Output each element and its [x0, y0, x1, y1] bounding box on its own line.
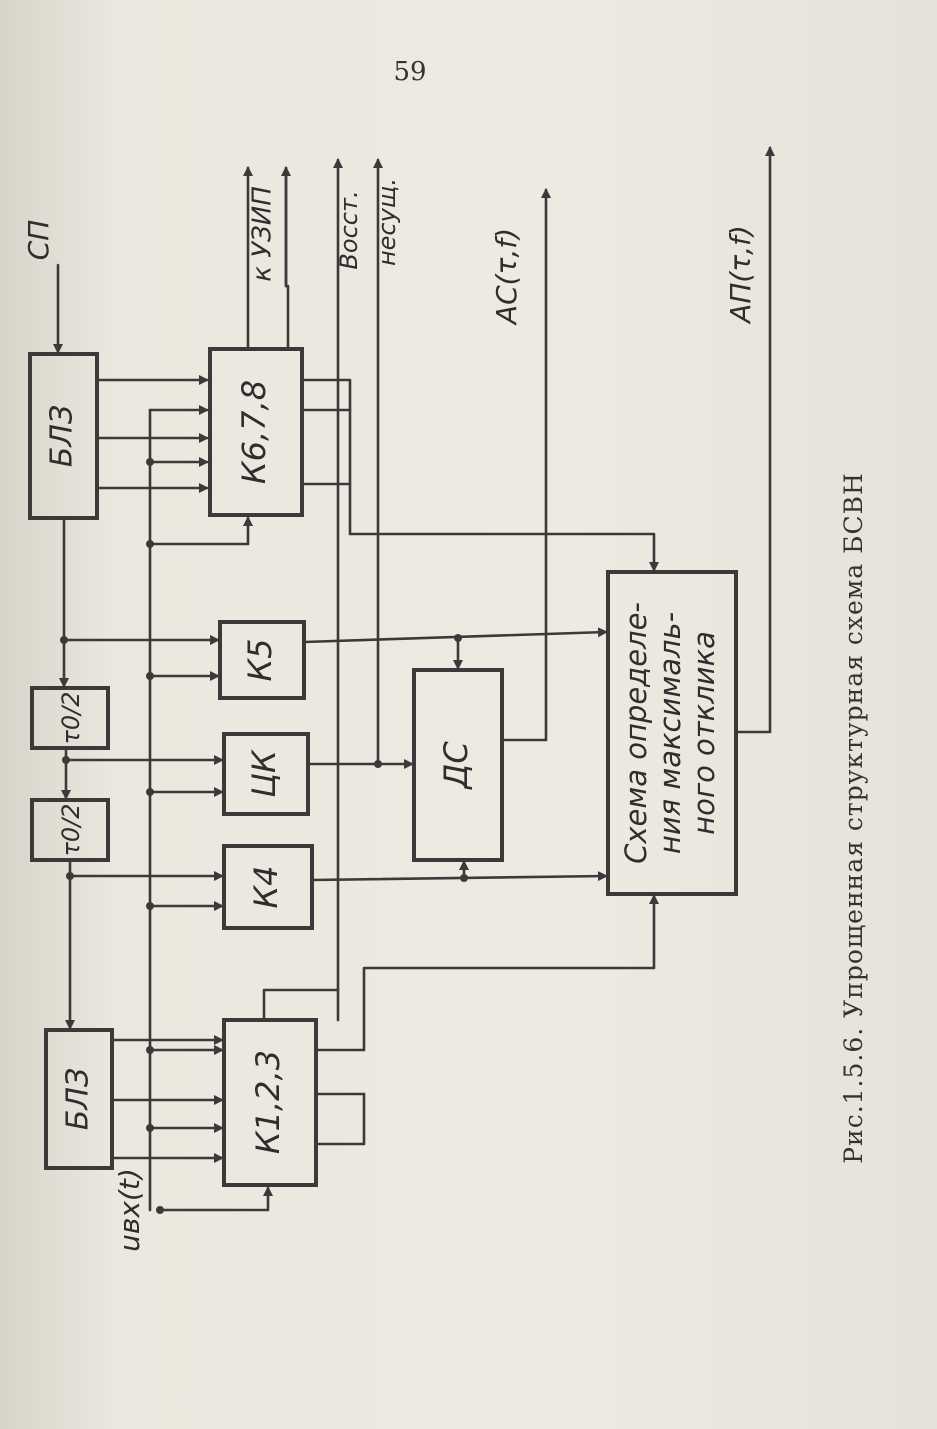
block-ck: ЦК [222, 732, 310, 816]
block-blz-top: БЛЗ [28, 352, 99, 520]
junction-dots [60, 458, 468, 1214]
block-ck-label: ЦК [245, 749, 283, 798]
block-delay-2: τ0/2 [30, 798, 110, 862]
block-blz-top-label: БЛЗ [45, 405, 80, 467]
block-k678-label: К6,7,8 [235, 380, 273, 484]
block-k5: К5 [218, 620, 306, 700]
block-max-response: Схема определе- ния максималь- ного откл… [606, 570, 738, 896]
page-number: 59 [393, 57, 426, 87]
block-k5-label: К5 [241, 638, 279, 681]
block-ds: ДС [412, 668, 504, 862]
wires [53, 146, 775, 1212]
figure-caption: Рис.1.5.6. Упрощенная структурная схема … [839, 472, 868, 1164]
block-k4: К4 [222, 844, 314, 930]
block-blz-bottom: БЛЗ [44, 1028, 114, 1170]
signal-sp: СП [22, 220, 55, 261]
block-k123: К1,2,3 [222, 1018, 318, 1187]
block-delay-1-label: τ0/2 [57, 691, 85, 744]
block-delay-1: τ0/2 [30, 686, 110, 750]
block-max-line3: ного отклика [687, 631, 721, 835]
block-ds-label: ДС [437, 741, 475, 791]
block-max-line1: Схема определе- [619, 602, 653, 864]
block-delay-2-label: τ0/2 [57, 803, 85, 856]
block-k678: К6,7,8 [208, 347, 304, 517]
block-max-line2: ния максималь- [653, 612, 687, 854]
signal-ac: АС(τ,f) [490, 228, 523, 326]
block-blz-bottom-label: БЛЗ [61, 1068, 96, 1130]
signal-ap: АП(τ,f) [724, 225, 757, 325]
signal-vosst: Восст. [335, 190, 363, 269]
signal-uvx: uвх(t) [113, 1168, 146, 1252]
block-k123-label: К1,2,3 [249, 1050, 287, 1154]
block-k4-label: К4 [247, 865, 285, 908]
signal-k-uzip: к УЗИП [248, 186, 278, 281]
